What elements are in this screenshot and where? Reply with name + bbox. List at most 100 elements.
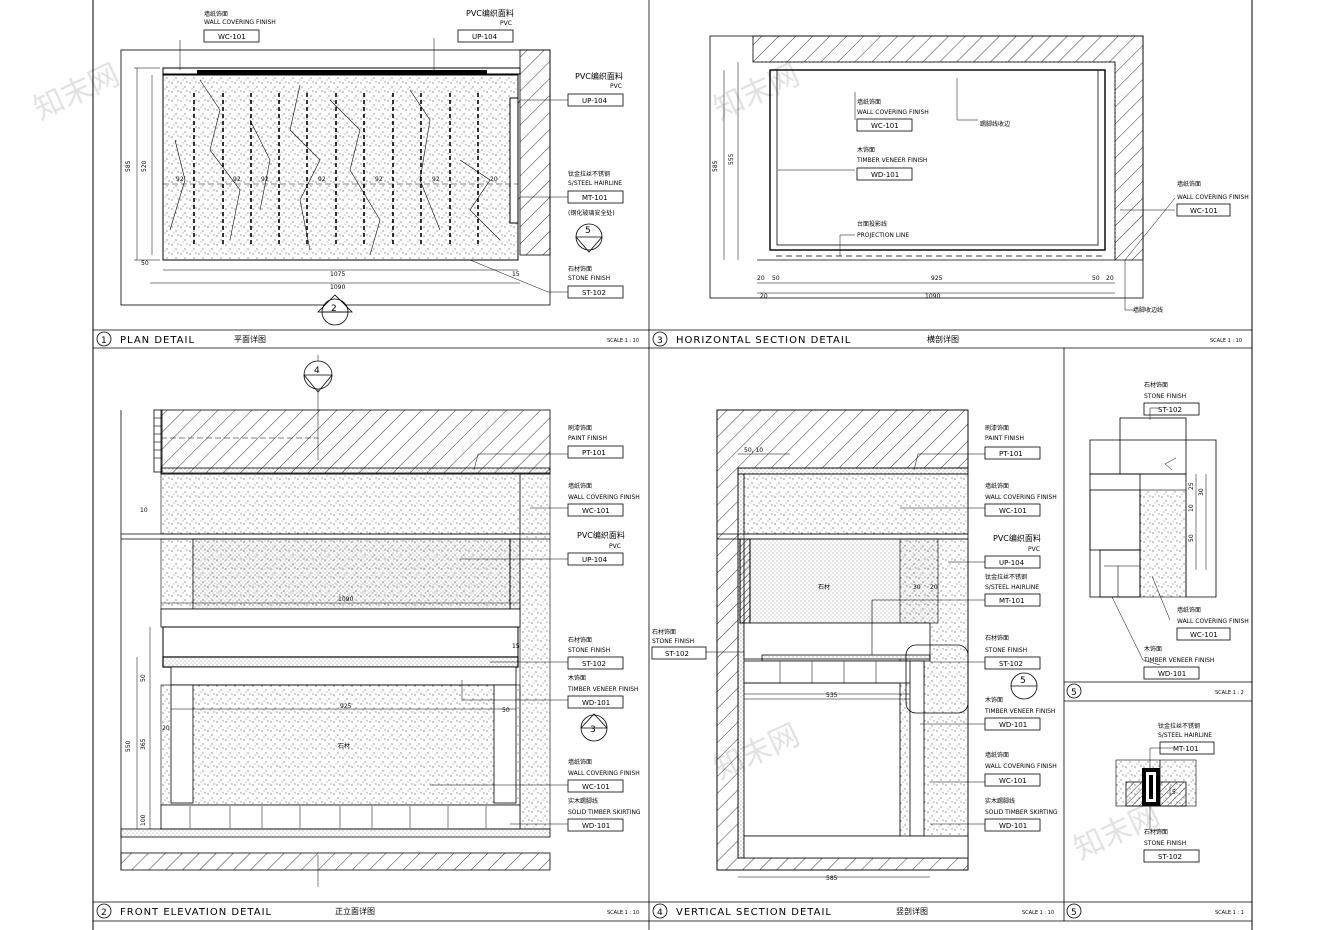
detail-marker-5: 5 <box>575 223 603 253</box>
detail-marker-5-num: 5 <box>1020 676 1026 686</box>
front-title-bar: 2 FRONT ELEVATION DETAIL 正立面详图 SCALE 1 :… <box>96 903 639 919</box>
callout-mt101-cn: 钛金拉丝不锈钢 <box>1158 722 1200 730</box>
dim-f-50: 50 <box>502 707 510 714</box>
callout-side-note: 踢脚线收边 <box>980 120 1010 128</box>
callout-mt101-en: S/STEEL HAIRLINE <box>1158 732 1212 739</box>
dim-f-365: 365 <box>140 738 147 750</box>
callout-floor-note: 墙脚收边线 <box>1133 306 1163 314</box>
callout-wc101-en: WALL COVERING FINISH <box>568 494 640 501</box>
callout-up104-cn: PVC编织面料 <box>993 533 1041 543</box>
dim-h-height: 585 <box>712 160 719 172</box>
front-title-num: 2 <box>101 908 107 918</box>
horizontal-scale: SCALE 1 : 10 <box>1210 338 1242 344</box>
callout-up104-code: UP-104 <box>582 556 608 564</box>
horizontal-callouts: 墙纸饰面 WALL COVERING FINISH WC-101 踢脚线收边 木… <box>856 98 1249 314</box>
stone-label: 石材 <box>338 742 350 750</box>
callout-mt101-code: MT-101 <box>1173 745 1199 753</box>
callout-st102-code: ST-102 <box>582 660 606 668</box>
section-marker-4-num: 4 <box>314 366 320 376</box>
plan-title: PLAN DETAIL <box>120 335 195 346</box>
dim-f-15: 15 <box>512 643 520 650</box>
dim-h-right2: 20 <box>1106 275 1114 282</box>
callout-skirt-en: SOLID TIMBER SKIRTING <box>568 809 641 816</box>
callout-wd101-cn: 木饰面 <box>568 674 586 682</box>
callout-st102-code: ST-102 <box>1158 406 1182 414</box>
horizontal-title: HORIZONTAL SECTION DETAIL <box>676 335 851 346</box>
callout-wc101-code: WC-101 <box>871 122 899 130</box>
callout-wd101-cn: 木饰面 <box>857 146 875 154</box>
callout-wc101-cn: 墙纸饰面 <box>985 751 1009 759</box>
dim-plan-gap: 15 <box>512 271 520 278</box>
detail-5b-drawing: 5 <box>1115 747 1197 831</box>
watermark-text: 知末网 <box>709 57 805 127</box>
dim-d-5: 5 <box>1172 789 1176 796</box>
callout-st102-cn: 石材饰面 <box>985 634 1009 642</box>
stone-label: 石材 <box>818 583 830 591</box>
horizontal-section-drawing: 585 555 20 50 925 50 20 20 1090 <box>709 35 1176 311</box>
callout-st102-en: STONE FINISH <box>1144 840 1186 847</box>
callout-wc101-code: WC-101 <box>999 777 1027 785</box>
callout-wc101-code: WC-101 <box>1190 207 1218 215</box>
dim-f-10: 10 <box>140 507 148 514</box>
dim-f-1090: 1090 <box>338 596 353 603</box>
callout-wc101-code: WC-101 <box>1190 631 1218 639</box>
callout-wd101-en: TIMBER VENEER FINISH <box>1143 657 1214 664</box>
callout-proj-en: PROJECTION LINE <box>857 232 909 239</box>
dim-plan-spacing: 92 <box>261 176 269 183</box>
dim-plan-total: 1090 <box>330 284 345 291</box>
section-marker-2-num: 2 <box>331 304 337 314</box>
dim-plan-mid: 520 <box>141 160 148 172</box>
callout-wd101-cn: 木饰面 <box>1144 645 1162 653</box>
plan-title-cn: 平面详图 <box>234 334 266 344</box>
callout-wc101-en: WALL COVERING FINISH <box>985 494 1057 501</box>
callout-up104-en: PVC <box>609 543 621 550</box>
detail-5a-scale: SCALE 1 : 2 <box>1215 690 1244 696</box>
dim-h-total: 1090 <box>925 293 940 300</box>
vertical-title: VERTICAL SECTION DETAIL <box>676 907 832 918</box>
detail-5a-title-bar: 5 SCALE 1 : 2 <box>1066 683 1244 699</box>
dim-plan-spacing: 92 <box>318 176 326 183</box>
vertical-callouts: 刷漆饰面 PAINT FINISH PT-101 墙纸饰面 WALL COVER… <box>651 424 1058 832</box>
callout-skirt-cn: 实木踢脚线 <box>568 797 598 805</box>
dim-v-535: 535 <box>826 692 838 699</box>
callout-pt101-cn: 刷漆饰面 <box>985 424 1009 432</box>
dim-f-550: 550 <box>125 740 132 752</box>
callout-skirt-cn: 实木踢脚线 <box>985 797 1015 805</box>
dim-plan-spacing: 92 <box>176 176 184 183</box>
watermark-text: 知末网 <box>1069 797 1165 867</box>
vertical-title-cn: 竖剖详图 <box>896 906 928 916</box>
callout-wc101-cn: 墙纸饰面 <box>204 10 228 18</box>
callout-st102-code: ST-102 <box>665 650 689 658</box>
dim-h-left2: 50 <box>772 275 780 282</box>
callout-wc101-cn: 墙纸饰面 <box>857 98 881 106</box>
detail-marker-5-num: 5 <box>585 226 591 236</box>
callout-up104-en: PVC <box>1028 546 1040 553</box>
callout-st102-cn: 石材饰面 <box>568 636 592 644</box>
callout-up104-code: UP-104 <box>999 559 1025 567</box>
dim-d-50: 50 <box>1188 534 1195 542</box>
callout-up104-code: UP-104 <box>582 97 608 105</box>
callout-wd101-code: WD-101 <box>999 822 1027 830</box>
vertical-title-bar: 4 VERTICAL SECTION DETAIL 竖剖详图 SCALE 1 :… <box>652 903 1054 919</box>
callout-mt101-cn: 钛金拉丝不锈钢 <box>985 573 1027 581</box>
section-marker-2: 2 <box>317 294 353 326</box>
callout-wd101-en: TIMBER VENEER FINISH <box>856 157 927 164</box>
callout-mt101-code: MT-101 <box>582 194 608 202</box>
detail-5a-num: 5 <box>1071 688 1077 698</box>
detail-5a-callouts: 石材饰面 STONE FINISH ST-102 墙纸饰面 WALL COVER… <box>1143 381 1249 680</box>
callout-wd101-cn: 木饰面 <box>985 696 1003 704</box>
callout-st102-cn: 石材饰面 <box>652 628 676 636</box>
callout-up104-cn: PVC编织面料 <box>466 8 514 18</box>
dim-v-50-10: 50, 10 <box>744 447 763 454</box>
dim-v-585: 585 <box>826 875 838 882</box>
callout-st102-cn: 石材饰面 <box>1144 381 1168 389</box>
plan-scale: SCALE 1 : 10 <box>607 338 639 344</box>
callout-wc101-code: WC-101 <box>218 33 246 41</box>
callout-st102-code: ST-102 <box>582 289 606 297</box>
front-scale: SCALE 1 : 10 <box>607 910 639 916</box>
dim-h-height2: 555 <box>728 153 735 165</box>
dim-plan-spacing: 92 <box>233 176 241 183</box>
section-marker-3-num: 3 <box>590 725 596 735</box>
callout-pt101-code: PT-101 <box>582 449 606 457</box>
dim-h-left: 20 <box>760 293 768 300</box>
